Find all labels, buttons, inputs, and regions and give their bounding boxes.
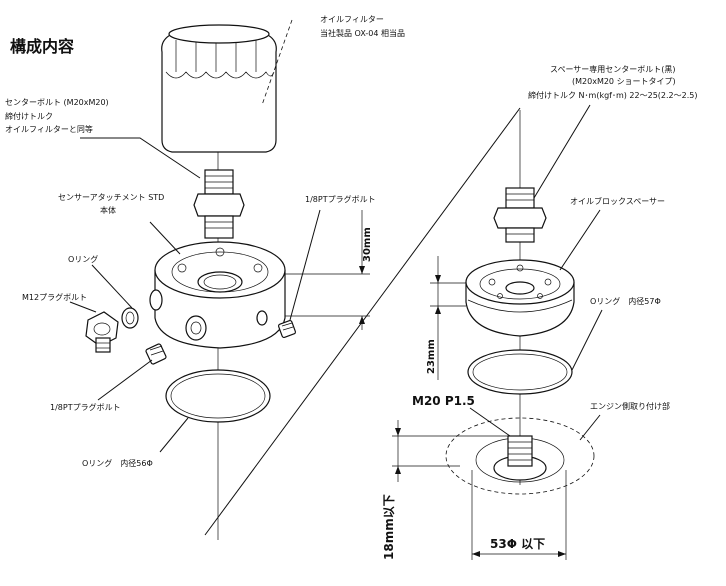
plug-bolt-18-top-icon — [277, 319, 297, 339]
leader-center-bolt — [80, 137, 201, 179]
label-plug-bolt-bottom: 1/8PTプラグボルト — [50, 402, 121, 412]
dim-18-arrow-bottom-icon — [395, 466, 401, 474]
sensor-attachment-body-icon — [149, 241, 286, 349]
label-sensor-attach-1: センサーアタッチメント STD — [58, 193, 164, 202]
o-ring-57-icon — [467, 349, 573, 395]
dim-23-arrow-bottom-icon — [435, 306, 441, 314]
page-title: 構成内容 — [10, 37, 74, 56]
label-oil-filter-2: 当社製品 OX-04 相当品 — [320, 28, 405, 38]
leader-plug-bolt-bottom — [97, 359, 153, 401]
o-ring-small-icon — [121, 307, 139, 329]
dim-30-label: 30mm — [362, 227, 373, 262]
leader-spacer-bolt — [533, 104, 591, 199]
label-spacer-bolt-2: (M20xM20 ショートタイプ) — [572, 77, 676, 86]
dim-23-arrow-top-icon — [435, 275, 441, 283]
dim-53-arrow-left-icon — [472, 551, 480, 557]
label-oil-filter-1: オイルフィルター — [320, 15, 384, 24]
dim-18-arrow-top-icon — [395, 428, 401, 436]
leader-oil-filter — [261, 19, 293, 106]
center-bolt-icon — [193, 169, 245, 239]
dim-23-label: 23mm — [426, 339, 437, 374]
label-spacer-bolt-3: 締付けトルク N･m(kgf･m) 22～25(2.2～2.5) — [528, 90, 697, 100]
leader-sensor-attach — [149, 221, 181, 255]
label-center-bolt-2: 締付けトルク — [5, 111, 53, 121]
label-center-bolt-1: センターボルト (M20xM20) — [5, 98, 109, 107]
label-engine-mount: エンジン側取り付け部 — [590, 401, 670, 411]
label-oil-block-spacer: オイルブロックスペーサー — [570, 196, 665, 206]
oil-block-spacer-icon — [465, 259, 575, 337]
label-center-bolt-3: オイルフィルターと同等 — [5, 124, 93, 134]
label-thread-spec: M20 P1.5 — [412, 394, 475, 408]
label-o-ring-small: Oリング — [68, 254, 98, 264]
dim-53-arrow-right-icon — [558, 551, 566, 557]
spacer-center-bolt-icon — [493, 187, 547, 243]
o-ring-56-icon — [165, 369, 271, 423]
oil-filter-icon — [161, 24, 277, 153]
leader-m12 — [69, 301, 97, 313]
dim-30-arrow-icon — [359, 266, 365, 274]
leader-thread-spec — [469, 407, 511, 437]
label-o-ring-57: Oリング 内径57Φ — [590, 296, 661, 306]
label-m12-plug: M12プラグボルト — [22, 292, 87, 302]
leader-o-ring-small — [91, 264, 133, 309]
dim-18-label: 18mm以下 — [382, 494, 396, 560]
leader-plug-bolt-top — [289, 209, 321, 321]
label-plug-bolt-top: 1/8PTプラグボルト — [305, 194, 376, 204]
leader-o-ring-57 — [571, 309, 603, 371]
label-o-ring-56: Oリング 内径56Φ — [82, 458, 153, 468]
label-spacer-bolt-1: スペーサー専用センターボルト(黒) — [550, 64, 676, 74]
engine-mount-icon — [445, 417, 595, 495]
dim-53-label: 53Φ 以下 — [490, 537, 545, 551]
label-sensor-attach-2: 本体 — [100, 205, 116, 215]
leader-o-ring-56 — [159, 417, 189, 453]
plug-bolt-18-bottom-icon — [145, 343, 167, 365]
leader-engine-mount — [579, 414, 601, 441]
leader-oil-block-spacer — [559, 209, 601, 271]
m12-plug-bolt-icon — [85, 311, 119, 353]
